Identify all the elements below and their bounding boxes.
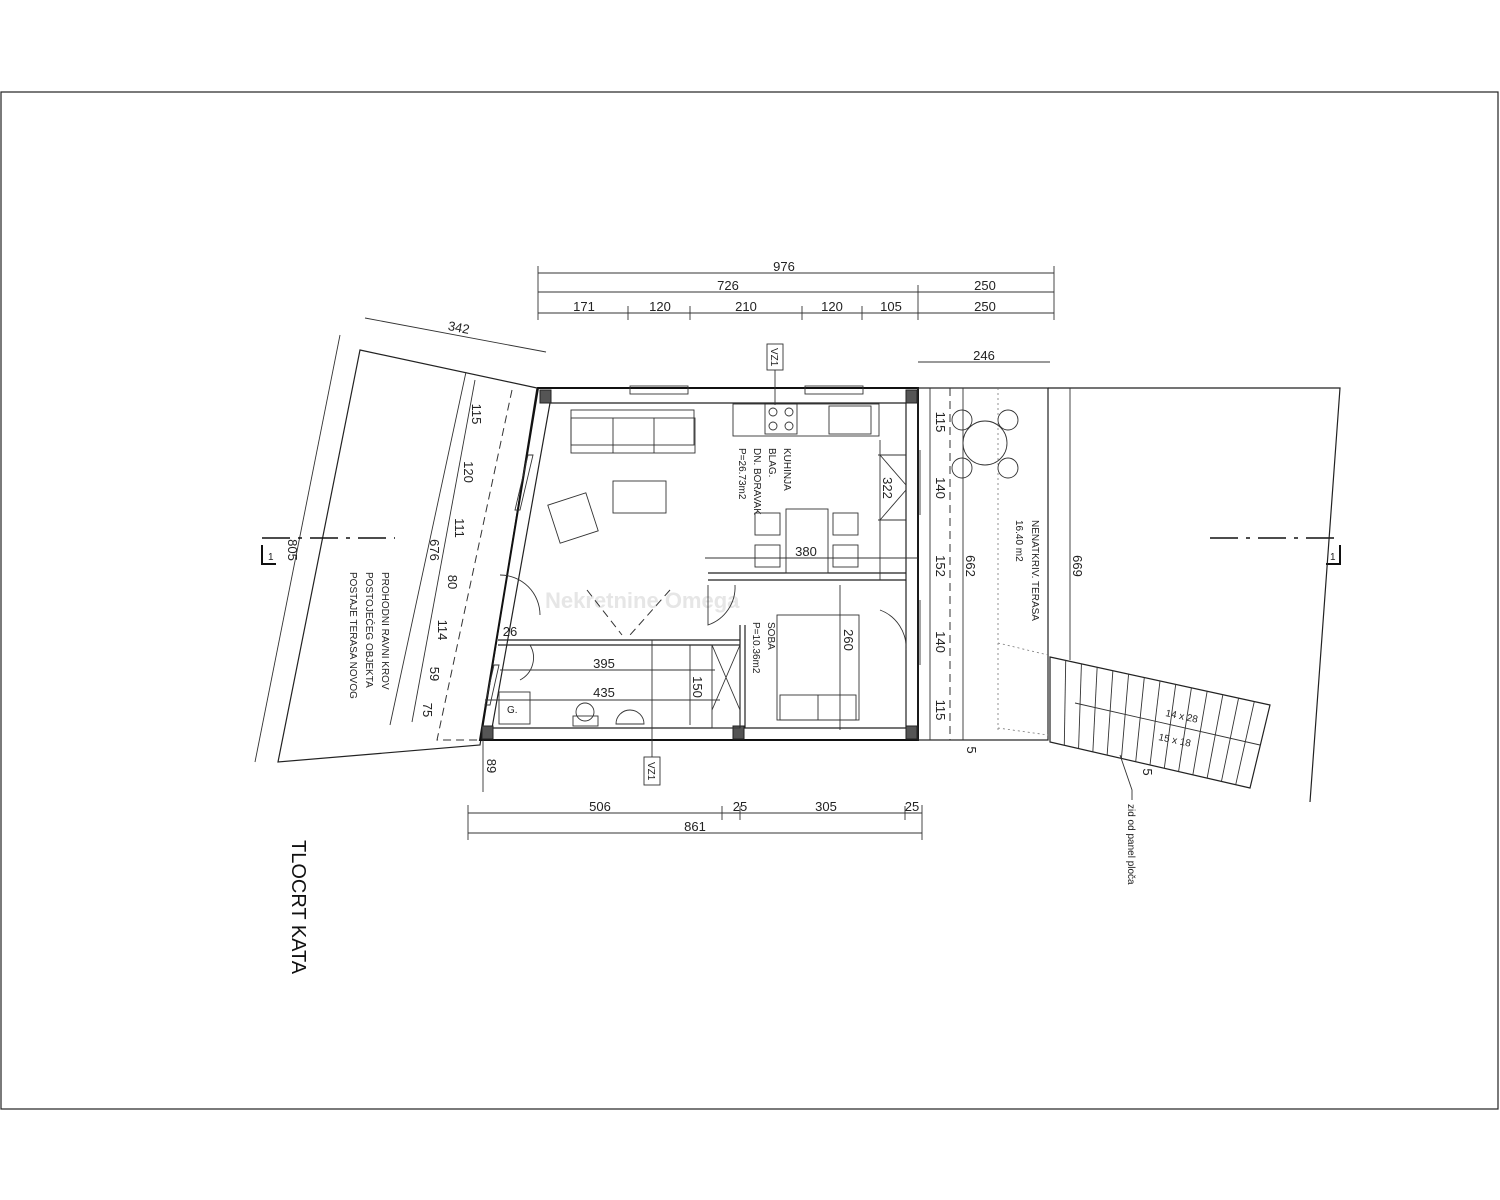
furniture: G. — [498, 403, 880, 729]
staircase: 14 x 28 15 x 18 zid od panel ploča — [1049, 656, 1271, 885]
dim-label: 210 — [735, 299, 757, 314]
stair-tread — [1206, 694, 1224, 779]
dim-label: 26 — [503, 624, 517, 639]
section-line: 1 1 — [261, 537, 1341, 565]
dim-label: 150 — [690, 676, 705, 698]
dim-label: 305 — [815, 799, 837, 814]
dim-label: 140 — [933, 477, 948, 499]
room-area-living: P=26.73m2 — [736, 448, 747, 500]
stair-tread — [1106, 670, 1114, 756]
dim-label: 111 — [452, 518, 467, 538]
dim-label: 260 — [841, 629, 856, 651]
section-mark-label: 1 — [268, 552, 274, 563]
dim-label: 115 — [469, 404, 484, 425]
dim-label: 506 — [589, 799, 611, 814]
terrace-area: 246 115 140 152 140 115 662 669 5 5 — [917, 348, 1341, 803]
dim-outer-depth: 805 — [285, 539, 300, 561]
dim-label: 105 — [880, 299, 902, 314]
dim-label: 140 — [933, 631, 948, 653]
stair-tread — [1078, 663, 1082, 749]
dim-label: 115 — [933, 412, 948, 433]
dim-label: 322 — [880, 477, 895, 499]
dim-label: 250 — [974, 299, 996, 314]
vz-tag-bottom: VZ1 — [645, 762, 656, 781]
stairs-spec: 14 x 28 — [1164, 708, 1199, 726]
stair-tread — [1163, 684, 1177, 769]
dim-label: 59 — [427, 667, 442, 681]
stair-tread — [1063, 660, 1067, 746]
dim-label: 395 — [593, 656, 615, 671]
dim-total-bottom: 861 — [684, 819, 706, 834]
dim-label: 5 — [964, 746, 979, 753]
dim-label: 114 — [435, 620, 450, 641]
dim-label: 25 — [733, 799, 747, 814]
dim-left-total: 676 — [427, 539, 442, 561]
wall-note: zid od panel ploča — [1125, 804, 1136, 885]
vz-tag-top: VZ1 — [768, 348, 779, 367]
dim-label: 435 — [593, 685, 615, 700]
room-area-bedroom: P=10.36m2 — [750, 622, 761, 674]
bottom-dimensions: 506 25 305 25 861 — [467, 799, 923, 840]
room-labels: KUHINJA BLAG. DN. BORAVAK P=26.73m2 SOBA… — [736, 448, 1040, 674]
boiler-label: G. — [507, 705, 518, 716]
stair-tread — [1235, 701, 1255, 785]
watermark: Nekretnine Omega — [545, 588, 740, 613]
room-label-terrace: NENATKRIV. TERASA — [1029, 520, 1040, 621]
room-area-terrace: 16.40 m2 — [1013, 520, 1024, 562]
dim-label: 171 — [573, 299, 595, 314]
dim-label: 120 — [461, 461, 476, 483]
room-label-dining: BLAG. — [766, 448, 777, 477]
roof-note-line: POSTOJEĆEG OBJEKTA — [363, 572, 376, 688]
roof-note-line: PROHODNI RAVNI KROV — [379, 572, 390, 690]
stair-tread — [1192, 691, 1208, 775]
stair-tread — [1149, 680, 1161, 766]
stairs-spec: 15 x 18 — [1157, 732, 1192, 750]
drawing-title: TLOCRT KATA — [287, 840, 309, 975]
section-mark-label: 1 — [1330, 552, 1336, 563]
dim-roof-width: 342 — [447, 318, 471, 337]
stair-tread — [1220, 698, 1240, 782]
stair-tread — [1120, 674, 1130, 759]
dim-label: 120 — [821, 299, 843, 314]
dim-total-width: 976 — [773, 259, 795, 274]
room-label-kitchen: KUHINJA — [781, 448, 792, 491]
stair-tread — [1135, 677, 1145, 762]
stair-tread — [1092, 667, 1098, 752]
roof-terrace-area: 805 676 115 120 111 80 114 59 75 PROHODN… — [254, 334, 538, 763]
stair-tread — [1178, 687, 1192, 772]
dim-label: 75 — [420, 703, 435, 717]
dim-label: 80 — [445, 575, 460, 589]
interior-dimensions: 322 380 260 395 435 150 26 89 — [482, 440, 918, 792]
sheet-border — [0, 91, 1499, 1110]
dim-label: 726 — [717, 278, 739, 293]
dim-label: 5 — [1140, 768, 1155, 775]
dim-label: 152 — [933, 555, 948, 577]
room-label-living: DN. BORAVAK — [751, 448, 762, 515]
dim-label: 662 — [963, 555, 978, 577]
top-dimensions: 976 726 250 171 120 210 120 105 250 — [537, 259, 1055, 320]
dim-label: 380 — [795, 544, 817, 559]
dim-label: 89 — [484, 759, 499, 773]
dim-label: 25 — [905, 799, 919, 814]
room-label-bedroom: SOBA — [765, 622, 776, 650]
roof-note-line: POSTAJE TERASA NOVOG — [347, 572, 358, 699]
dim-label: 115 — [933, 700, 948, 721]
dim-label: 250 — [974, 278, 996, 293]
dim-label: 246 — [973, 348, 995, 363]
dim-label: 669 — [1070, 555, 1085, 577]
dim-label: 120 — [649, 299, 671, 314]
